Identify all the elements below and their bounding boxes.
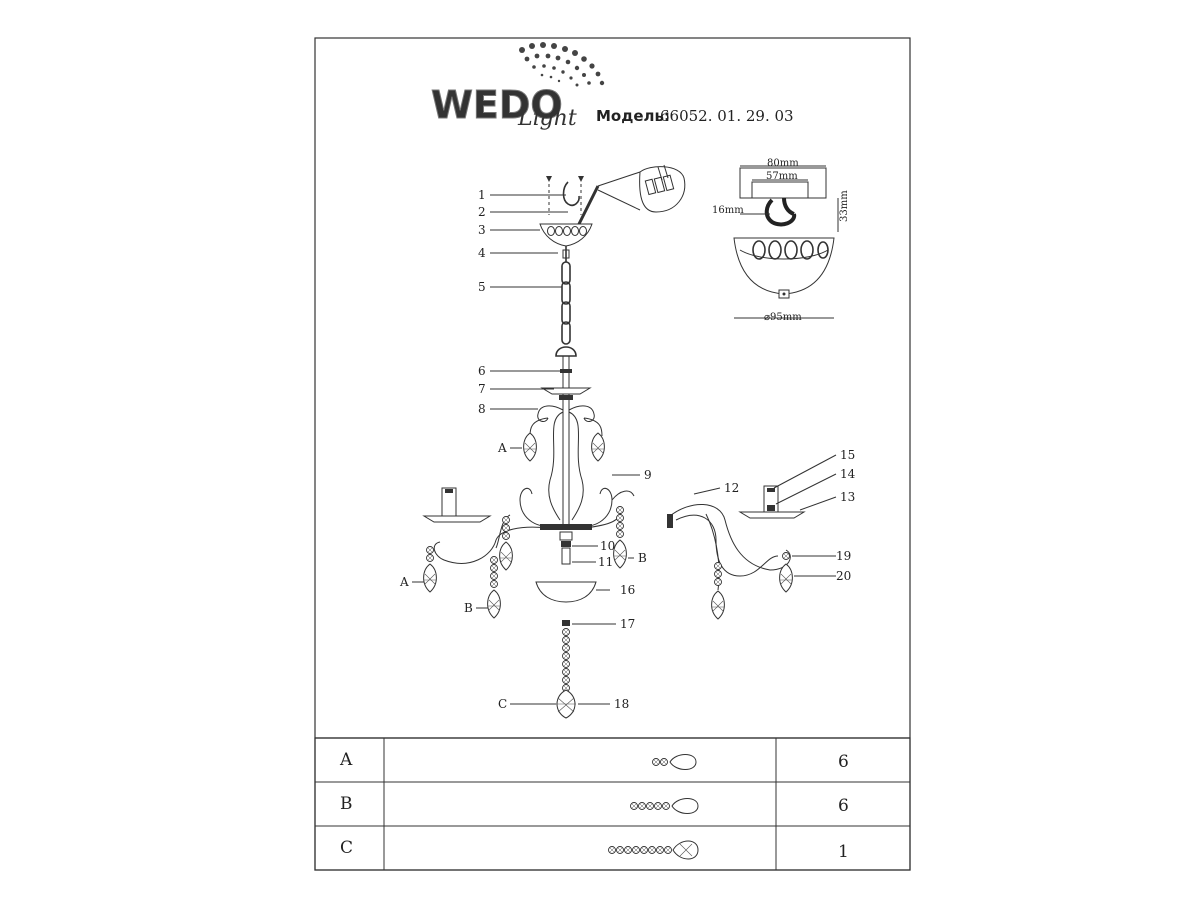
callout-19: 19 — [836, 549, 851, 563]
exploded-arm — [667, 485, 806, 620]
callout-8: 8 — [478, 402, 486, 416]
logo-text: WEDO — [431, 83, 563, 127]
crystal-pendant-c-icon — [608, 840, 699, 860]
callout-17: 17 — [620, 617, 635, 631]
callout-a-upper: A — [497, 441, 507, 455]
model-label: Модель: — [596, 107, 670, 125]
callout-6: 6 — [478, 364, 486, 378]
callout-18: 18 — [614, 697, 629, 711]
brand-logo: WEDO Light Модель: 66052. 01. 29. 03 — [431, 42, 794, 131]
page-frame — [314, 37, 911, 871]
canopy — [539, 223, 593, 247]
chain — [555, 246, 577, 357]
callout-c: C — [498, 697, 507, 711]
hook-icon — [562, 181, 580, 207]
dim-80mm: 80mm — [767, 158, 799, 169]
callout-2: 2 — [478, 205, 486, 219]
dim-57mm: 57mm — [766, 171, 798, 182]
left-arm — [422, 487, 556, 564]
callout-9: 9 — [644, 468, 652, 482]
upper-scrolls — [529, 405, 603, 521]
callout-20: 20 — [836, 569, 851, 583]
central-cluster — [540, 524, 592, 565]
callout-13: 13 — [840, 490, 855, 504]
row-a-qty: 6 — [838, 752, 849, 772]
callout-a-lower: A — [399, 575, 409, 589]
wire-icon — [574, 185, 600, 231]
table-row: B 6 — [340, 794, 849, 816]
table-row: A 6 — [339, 750, 849, 772]
dim-33mm: 33mm — [839, 190, 850, 222]
row-c-code: C — [340, 838, 353, 858]
ceiling-screws-icon — [546, 176, 584, 215]
callout-16: 16 — [620, 583, 635, 597]
stem — [540, 356, 592, 530]
model-number: 66052. 01. 29. 03 — [660, 107, 794, 125]
logo-script: Light — [517, 106, 577, 131]
callout-11: 11 — [598, 555, 613, 569]
chandelier-drawing: 1 2 3 4 5 6 7 8 A 9 10 11 B A B 16 17 C … — [399, 164, 856, 719]
right-arm — [576, 487, 635, 529]
callout-7: 7 — [478, 382, 486, 396]
logo-dots-icon — [519, 42, 605, 87]
bottom-bowl — [535, 581, 597, 603]
callout-numbers: 1 2 3 4 5 6 7 8 A 9 10 11 B A B 16 17 C … — [399, 188, 856, 711]
callout-4: 4 — [478, 246, 486, 260]
dim-diameter: ⌀95mm — [764, 312, 802, 323]
right-crystal-drops — [613, 506, 627, 569]
callout-5: 5 — [478, 280, 486, 294]
row-b-code: B — [340, 794, 353, 814]
callout-12: 12 — [724, 481, 739, 495]
parts-table: A 6 B 6 C 1 — [314, 737, 911, 871]
row-c-qty: 1 — [838, 842, 849, 862]
dim-16mm: 16mm — [712, 205, 744, 216]
callout-3: 3 — [478, 223, 486, 237]
callout-10: 10 — [600, 539, 615, 553]
terminal-block-icon — [639, 164, 686, 213]
row-b-qty: 6 — [838, 796, 849, 816]
mount-detail: 80mm 57mm 16mm 33mm ⌀95mm — [712, 158, 850, 323]
crystal-pendant-a-icon — [652, 754, 697, 770]
callout-b-left: B — [464, 601, 473, 615]
row-a-code: A — [339, 750, 353, 770]
callout-14: 14 — [840, 467, 856, 481]
crystal-pendant-b-icon — [630, 798, 699, 814]
leader-lines — [412, 194, 837, 705]
table-row: C 1 — [340, 838, 849, 862]
bottom-crystal-chain — [556, 628, 576, 719]
callout-1: 1 — [478, 188, 486, 202]
callout-b-right: B — [638, 551, 647, 565]
callout-15: 15 — [840, 448, 855, 462]
